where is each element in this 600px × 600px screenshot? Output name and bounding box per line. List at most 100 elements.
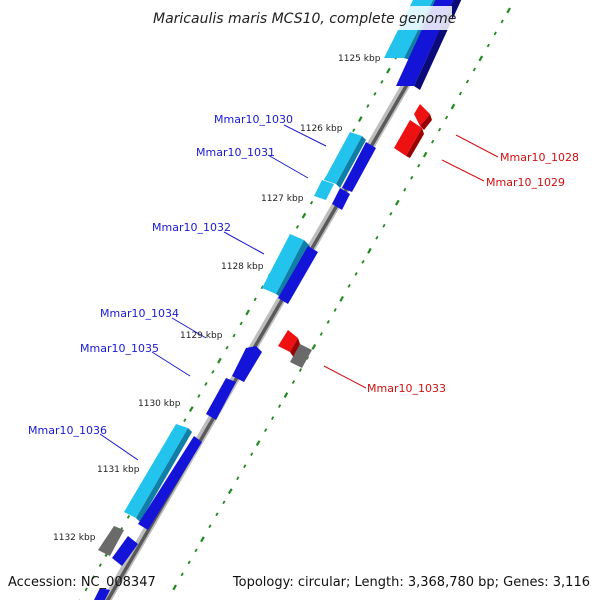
- tick-line-inner-dash: [352, 128, 356, 133]
- tick-line-outer-dash: [172, 584, 177, 591]
- tick-line-outer-dash: [478, 55, 484, 62]
- tick-line-outer-dash: [250, 452, 254, 457]
- tick-line-outer-dash: [298, 368, 303, 372]
- gene-feature-mmar10-1036[interactable]: [124, 424, 202, 530]
- tick-line-outer-dash: [243, 464, 247, 469]
- tick-line-inner-dash: [225, 345, 229, 350]
- tick-line-inner-dash: [204, 382, 208, 386]
- tick-line-outer-dash: [194, 548, 198, 553]
- tick-line-outer-dash: [271, 416, 275, 421]
- tick-line-outer-dash: [431, 139, 435, 144]
- gene-label-mmar10-1036[interactable]: Mmar10_1036: [28, 424, 107, 437]
- tick-line-outer-dash: [500, 19, 504, 24]
- tick-line-outer-dash: [333, 308, 337, 312]
- tick-line-outer-dash: [326, 320, 330, 324]
- tick-line-outer-dash: [493, 31, 497, 36]
- tick-line-outer-dash: [389, 211, 393, 216]
- gene-label-mmar10-1033[interactable]: Mmar10_1033: [367, 382, 446, 395]
- tick-line-inner-dash: [126, 514, 131, 519]
- tick-line-outer-dash: [264, 428, 268, 433]
- tick-line-outer-dash: [339, 295, 344, 302]
- tick-line-outer-dash: [375, 235, 379, 240]
- tick-line-outer-dash: [180, 572, 184, 577]
- tick-line-inner-dash: [197, 394, 201, 398]
- gene-label-mmar10-1029[interactable]: Mmar10_1029: [486, 176, 565, 189]
- gene-feature-mmar10-1032[interactable]: [262, 234, 318, 304]
- tick-line-outer-dash: [255, 440, 261, 447]
- tick-line-outer-dash: [236, 476, 240, 481]
- tick-line-inner-dash: [84, 587, 88, 592]
- label-connectors: [99, 124, 499, 461]
- gene-labels: Mmar10_1030 Mmar10_1031 Mmar10_1032 Mmar…: [28, 113, 579, 437]
- kbp-label-1125: 1125 kbp: [338, 54, 381, 64]
- tick-line-inner-dash: [217, 357, 222, 364]
- tick-line-outer-dash: [394, 199, 400, 206]
- tick-line-outer-dash: [227, 488, 233, 495]
- gene-label-mmar10-1032[interactable]: Mmar10_1032: [152, 221, 231, 234]
- tick-line-inner-dash: [380, 79, 384, 84]
- accession-text: Accession: NC_008347: [8, 575, 156, 590]
- tick-line-outer-dash: [347, 284, 351, 288]
- tick-line-outer-dash: [438, 127, 442, 132]
- gene-feature-mmar10-1035[interactable]: [206, 378, 236, 420]
- gene-features: [94, 0, 462, 600]
- gene-label-mmar10-1031[interactable]: Mmar10_1031: [196, 146, 275, 159]
- tick-line-inner-dash: [91, 575, 95, 580]
- kbp-label-1130: 1130 kbp: [138, 399, 181, 409]
- gene-feature-bottom-partial[interactable]: [94, 588, 110, 600]
- gene-feature-mmar10-1029[interactable]: [394, 120, 424, 158]
- gene-label-mmar10-1035[interactable]: Mmar10_1035: [80, 342, 159, 355]
- tick-line-outer-dash: [506, 7, 511, 14]
- tick-line-outer-dash: [361, 259, 365, 264]
- tick-line-outer-dash: [367, 247, 372, 254]
- tick-line-outer-dash: [311, 344, 317, 350]
- gene-label-mmar10-1034[interactable]: Mmar10_1034: [100, 307, 179, 320]
- tick-line-outer-dash: [291, 380, 296, 384]
- kbp-label-1126: 1126 kbp: [300, 124, 343, 134]
- gene-label-mmar10-1030[interactable]: Mmar10_1030: [214, 113, 293, 126]
- tick-line-outer-dash: [277, 404, 282, 408]
- tick-line-inner-dash: [301, 212, 307, 219]
- kbp-label-1128: 1128 kbp: [221, 262, 264, 272]
- map-title: Maricaulis maris MCS10, complete genome: [153, 11, 456, 27]
- tick-line-outer-dash: [208, 524, 212, 529]
- gene-feature-mmar10-1031[interactable]: [314, 180, 350, 210]
- title-backdrop: [146, 6, 452, 30]
- tick-line-outer-dash: [354, 272, 358, 276]
- tick-line-outer-dash: [422, 151, 428, 158]
- tick-line-outer-dash: [486, 43, 490, 48]
- tick-line-outer-dash: [458, 91, 463, 96]
- tick-line-outer-dash: [222, 500, 226, 505]
- kbp-label-1129: 1129 kbp: [180, 331, 223, 341]
- tick-line-inner-dash: [260, 285, 264, 290]
- gene-feature-mmar10-1033[interactable]: [278, 330, 312, 368]
- tick-line-outer-dash: [465, 79, 470, 84]
- gene-feature-bottom-gray[interactable]: [98, 526, 124, 556]
- tick-line-inner-dash: [183, 418, 187, 423]
- kbp-label-1131: 1131 kbp: [97, 465, 140, 475]
- gene-feature-mmar10-1030[interactable]: [324, 132, 376, 192]
- kbp-labels: 1125 kbp 1126 kbp 1127 kbp 1128 kbp 1129…: [53, 54, 381, 543]
- tick-line-inner-dash: [295, 224, 300, 229]
- gene-feature-bottom-dark[interactable]: [112, 536, 138, 566]
- tick-line-outer-dash: [410, 175, 414, 180]
- tick-line-inner-dash: [386, 67, 391, 74]
- tick-line-outer-dash: [187, 560, 191, 565]
- tick-line-outer-dash: [319, 332, 323, 336]
- topology-summary-text: Topology: circular; Length: 3,368,780 bp…: [232, 575, 590, 590]
- tick-line-outer-dash: [417, 163, 421, 168]
- tick-line-outer-dash: [450, 103, 456, 110]
- tick-line-outer-dash: [444, 115, 449, 120]
- tick-line-inner-dash: [373, 92, 377, 96]
- gene-label-mmar10-1028[interactable]: Mmar10_1028: [500, 151, 579, 164]
- gene-feature-mmar10-1034[interactable]: [232, 346, 262, 382]
- tick-line-inner-dash: [239, 321, 243, 326]
- tick-line-inner-dash: [366, 104, 370, 108]
- tick-line-outer-dash: [472, 67, 476, 72]
- tick-line-inner-dash: [232, 333, 236, 338]
- kbp-label-1127: 1127 kbp: [261, 194, 304, 204]
- gene-feature-mmar10-1028[interactable]: [414, 104, 432, 130]
- tick-line-outer-dash: [200, 536, 205, 543]
- tick-line-outer-dash: [215, 512, 219, 517]
